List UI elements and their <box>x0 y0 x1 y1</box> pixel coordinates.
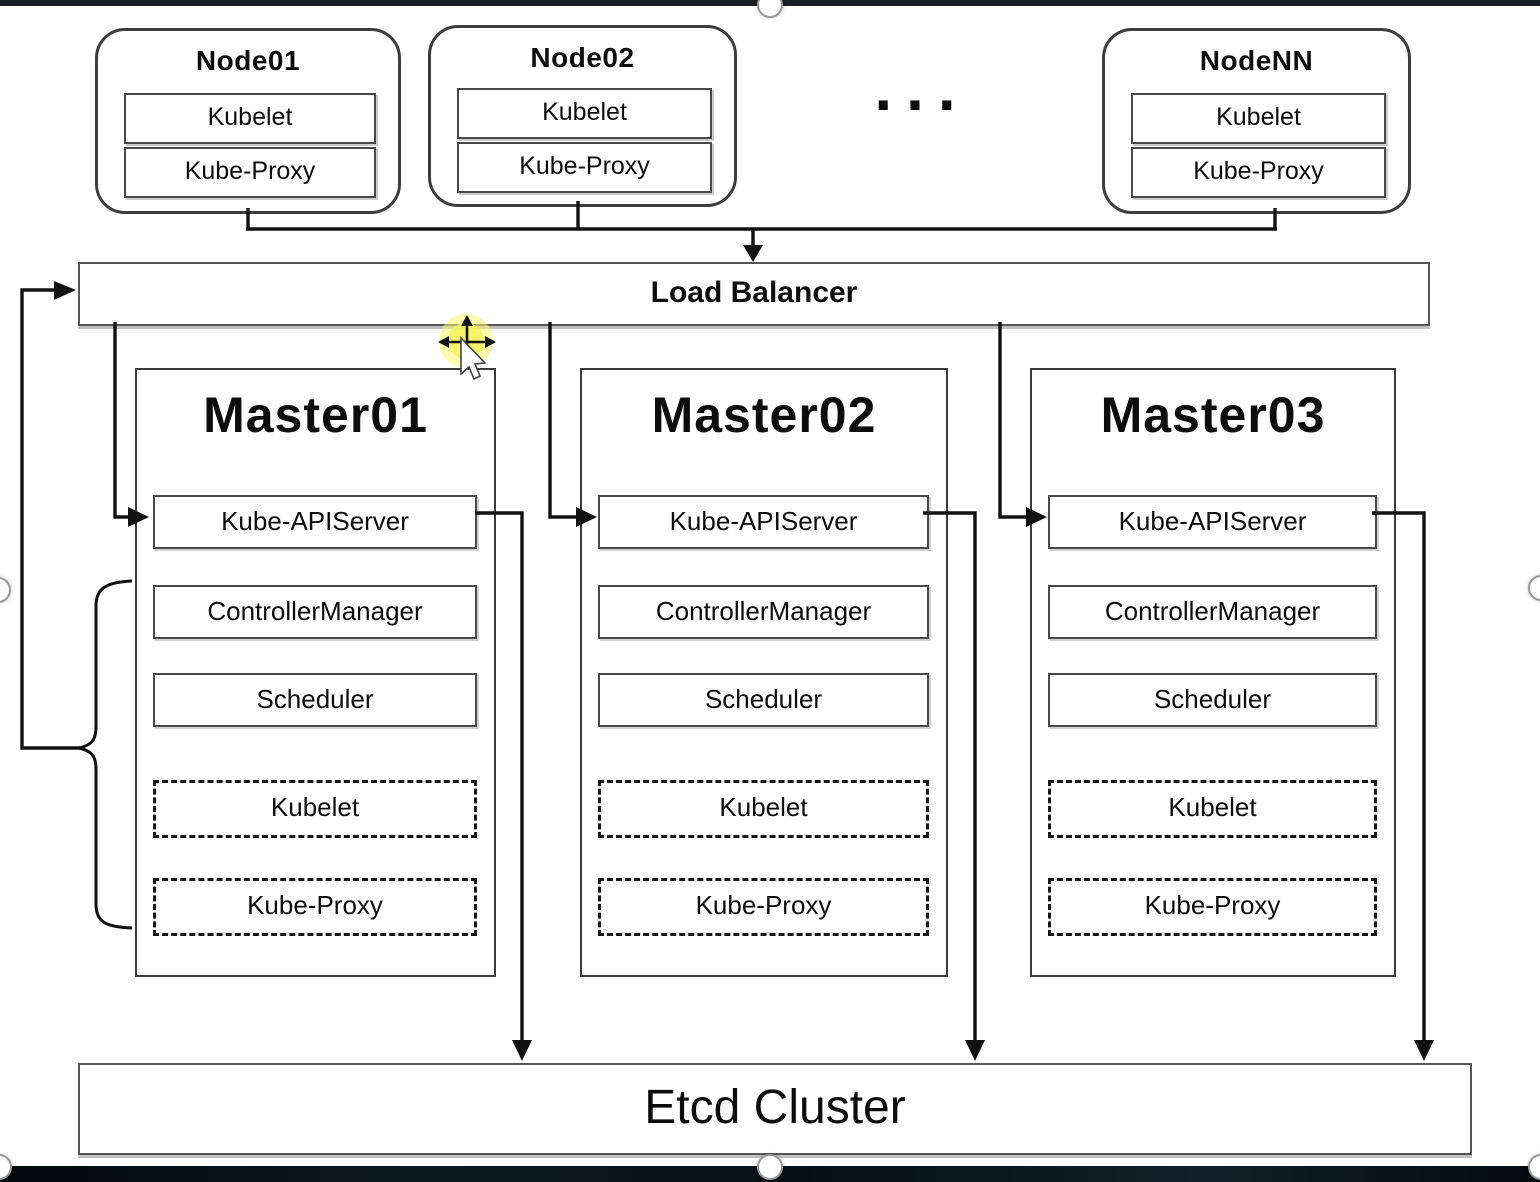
master01-controllermanager-box: ControllerManager <box>153 585 477 639</box>
node-title: Node02 <box>530 42 635 73</box>
master-title: Master03 <box>1100 387 1326 443</box>
master01-kube-proxy-box: Kube-Proxy <box>153 878 477 936</box>
master02-scheduler-box: Scheduler <box>598 673 929 727</box>
node-card-02: Node02 Kubelet Kube-Proxy <box>428 25 737 207</box>
master-card-02: Master02 Kube-APIServer ControllerManage… <box>580 368 948 977</box>
node02-kube-proxy-box: Kube-Proxy <box>457 142 712 193</box>
master-title: Master02 <box>651 387 877 443</box>
master03-scheduler-box: Scheduler <box>1048 673 1377 727</box>
selection-handle-bottom[interactable] <box>757 1154 783 1180</box>
nodeNN-kube-proxy-box: Kube-Proxy <box>1131 147 1386 198</box>
master-title: Master01 <box>203 387 428 443</box>
node01-kubelet-box: Kubelet <box>124 93 376 144</box>
ellipsis: ... <box>874 52 970 124</box>
master-card-03: Master03 Kube-APIServer ControllerManage… <box>1030 368 1396 977</box>
master03-kube-apiserver-box: Kube-APIServer <box>1048 495 1377 549</box>
arrow-right-lb-icon <box>54 281 76 300</box>
master03-kube-proxy-box: Kube-Proxy <box>1048 878 1377 936</box>
master03-kubelet-box: Kubelet <box>1048 780 1377 838</box>
arrow-down-lb-icon <box>743 245 763 262</box>
selection-handle-top[interactable] <box>757 0 783 18</box>
nodeNN-kubelet-box: Kubelet <box>1131 93 1386 144</box>
arrow-right-api2-icon <box>576 507 597 527</box>
arrow-right-api3-icon <box>1026 507 1047 527</box>
master02-kube-proxy-box: Kube-Proxy <box>598 878 929 936</box>
master-card-01: Master01 Kube-APIServer ControllerManage… <box>135 368 496 977</box>
master02-controllermanager-box: ControllerManager <box>598 585 929 639</box>
arrow-right-api1-icon <box>128 507 149 527</box>
node01-kube-proxy-box: Kube-Proxy <box>124 147 376 198</box>
master02-kubelet-box: Kubelet <box>598 780 929 838</box>
node-title: Node01 <box>195 45 301 76</box>
master02-kube-apiserver-box: Kube-APIServer <box>598 495 929 549</box>
arrow-down-etcd3-icon <box>1414 1040 1434 1061</box>
master01-scheduler-box: Scheduler <box>153 673 477 727</box>
node02-kubelet-box: Kubelet <box>457 88 712 139</box>
master03-controllermanager-box: ControllerManager <box>1048 585 1377 639</box>
arrow-down-etcd1-icon <box>512 1040 532 1061</box>
load-balancer-box: Load Balancer <box>78 262 1430 326</box>
node-card-NN: NodeNN Kubelet Kube-Proxy <box>1102 28 1411 214</box>
master01-kube-apiserver-box: Kube-APIServer <box>153 495 477 549</box>
arrow-down-etcd2-icon <box>965 1040 985 1061</box>
master01-kubelet-box: Kubelet <box>153 780 477 838</box>
node-title: NodeNN <box>1199 45 1314 76</box>
arrowheads <box>54 245 1434 1061</box>
node-card-01: Node01 Kubelet Kube-Proxy <box>95 28 401 214</box>
